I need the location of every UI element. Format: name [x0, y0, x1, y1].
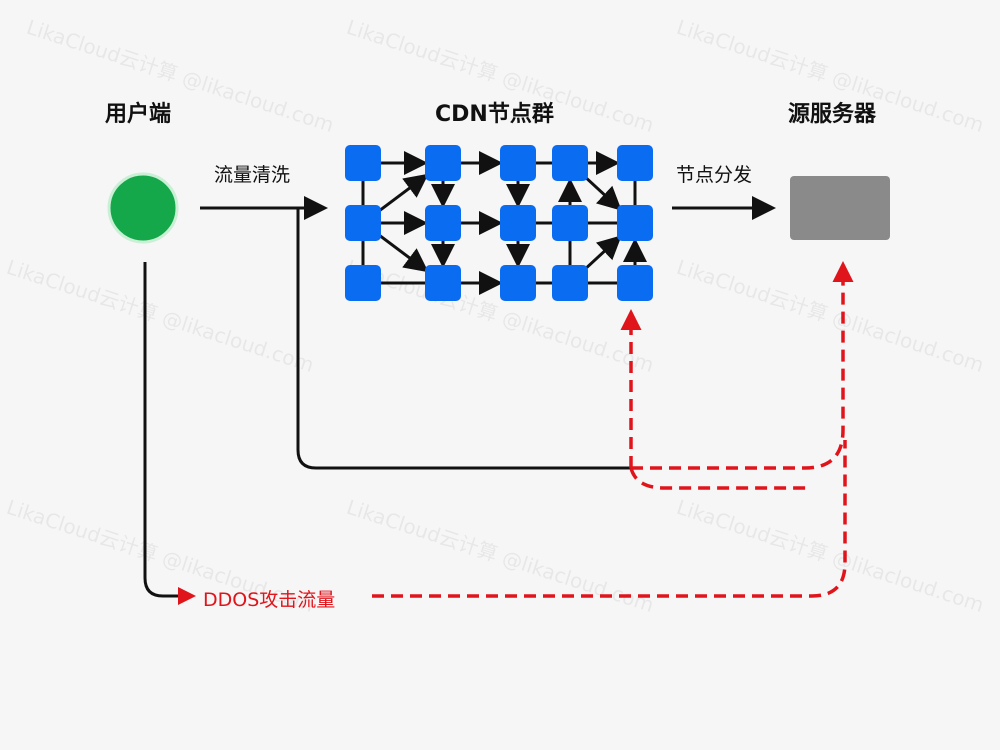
cdn-edge-arrow [583, 235, 622, 271]
attack-to-origin [631, 261, 854, 470]
origin-label: 源服务器 [788, 102, 877, 127]
cdn-edge-arrow [378, 173, 429, 213]
cleaning-label: 流量清洗 [214, 164, 291, 186]
cdn-edge-arrow [583, 175, 622, 211]
cdn-node [500, 205, 536, 241]
cdn-node [552, 205, 588, 241]
cdn-node [552, 145, 588, 181]
distribute-label: 节点分发 [676, 164, 753, 186]
ddos-label: DDOS攻击流量 [203, 589, 336, 611]
cdn-node [425, 145, 461, 181]
cdn-node [617, 265, 653, 301]
user-label: 用户端 [105, 102, 172, 127]
cdn-node [552, 265, 588, 301]
cdn-node [617, 145, 653, 181]
cdn-label: CDN节点群 [435, 102, 554, 127]
cdn-edge-arrow [378, 233, 429, 273]
cdn-node [617, 205, 653, 241]
cdn-node [345, 205, 381, 241]
cdn-node [425, 205, 461, 241]
attack-source-line [143, 262, 184, 598]
user-node [107, 172, 179, 244]
cdn-node [500, 265, 536, 301]
ddos-path [372, 440, 847, 598]
attack-paths [372, 261, 854, 598]
cdn-node [500, 145, 536, 181]
attack-leak [629, 467, 808, 490]
cdn-node [345, 145, 381, 181]
cdn-node [345, 265, 381, 301]
cdn-node [425, 265, 461, 301]
origin-server [790, 176, 890, 240]
clean-return-line [296, 208, 631, 470]
